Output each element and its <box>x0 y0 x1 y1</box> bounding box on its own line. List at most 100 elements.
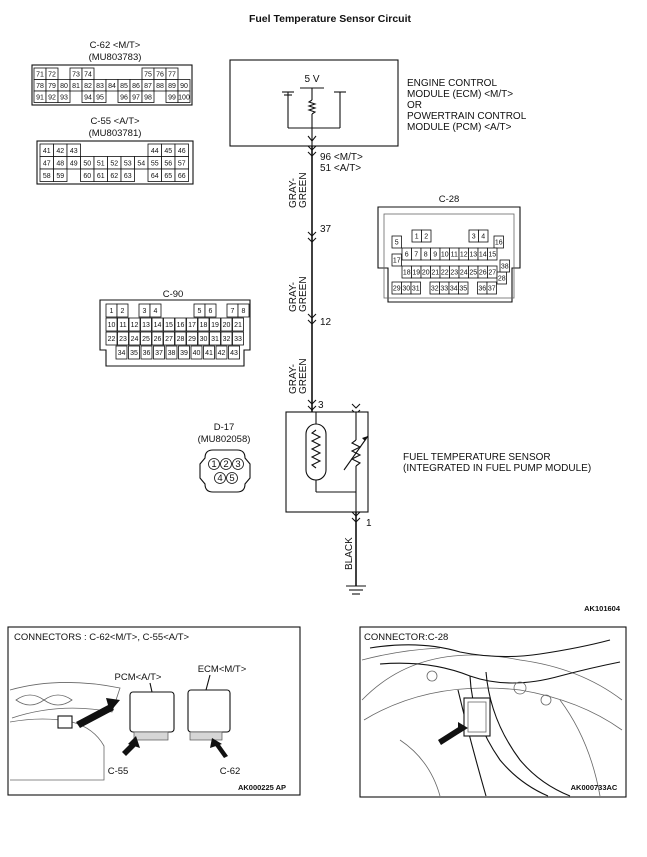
c28-pin-22: 22 <box>441 270 449 277</box>
junction-pin-37: 37 <box>320 224 332 235</box>
c90-pin-3: 3 <box>143 308 147 315</box>
c62-pin-72: 72 <box>48 71 56 78</box>
c90-pin-13: 13 <box>142 322 150 329</box>
d17-pin-4: 4 <box>217 473 222 484</box>
c90-pin-24: 24 <box>131 336 139 343</box>
c28-pin-3: 3 <box>472 234 476 241</box>
pcm-label: PCM<A/T> <box>115 672 162 683</box>
c90-pin-19: 19 <box>211 322 219 329</box>
c62-pin-92: 92 <box>48 94 56 101</box>
c90-pin-20: 20 <box>223 322 231 329</box>
ecm-label-small: ECM<M/T> <box>198 664 247 675</box>
c62-pin-97: 97 <box>132 94 140 101</box>
c62-pin-88: 88 <box>156 83 164 90</box>
c90-pin-25: 25 <box>142 336 150 343</box>
c28-pin-8: 8 <box>424 252 428 259</box>
c28-pin-10: 10 <box>441 252 449 259</box>
c90-pin-21: 21 <box>234 322 242 329</box>
c90-pin-15: 15 <box>165 322 173 329</box>
c62-pin-86: 86 <box>132 83 140 90</box>
c62-pin-100: 100 <box>178 94 190 101</box>
c62-pin-82: 82 <box>84 83 92 90</box>
c90-pin-23: 23 <box>119 336 127 343</box>
c90-pin-11: 11 <box>119 322 126 329</box>
c28-pin-11: 11 <box>451 252 458 259</box>
c90-pin-30: 30 <box>200 336 208 343</box>
connector-c62-name: C-62 <M/T> <box>90 40 141 51</box>
c62-pin-78: 78 <box>36 83 44 90</box>
wire-color-label: GRAY- <box>288 178 299 208</box>
c90-pin-41: 41 <box>205 350 213 357</box>
connector-c55-part: (MU803781) <box>89 128 142 139</box>
c90-pin-4: 4 <box>154 308 158 315</box>
c55-pin-46: 46 <box>178 148 186 155</box>
c55-pin-44: 44 <box>151 148 159 155</box>
connector-d17-part: (MU802058) <box>198 434 251 445</box>
c28-pin-23: 23 <box>450 270 458 277</box>
c90-pin-33: 33 <box>234 336 242 343</box>
c28-pin-30: 30 <box>402 286 410 293</box>
c62-pin-75: 75 <box>144 71 152 78</box>
sensor-label: FUEL TEMPERATURE SENSOR(INTEGRATED IN FU… <box>403 452 591 474</box>
c55-pin-59: 59 <box>56 173 64 180</box>
c62-pin-77: 77 <box>168 71 176 78</box>
c55-pin-62: 62 <box>110 173 118 180</box>
c62-pin-79: 79 <box>48 83 56 90</box>
c90-pin-39: 39 <box>180 350 188 357</box>
c62-pin-81: 81 <box>72 83 80 90</box>
c55-pin-56: 56 <box>164 160 172 167</box>
c55-pin-64: 64 <box>151 173 159 180</box>
c28-pin-29: 29 <box>393 286 401 293</box>
d17-pin-5: 5 <box>229 473 234 484</box>
c62-pin-74: 74 <box>84 71 92 78</box>
c55-pin-48: 48 <box>56 160 64 167</box>
c55-pin-57: 57 <box>178 160 186 167</box>
c90-pin-40: 40 <box>193 350 201 357</box>
c62-pin-73: 73 <box>72 71 80 78</box>
ground-symbol <box>346 585 366 595</box>
c90-pin-14: 14 <box>154 322 162 329</box>
ecm-label-line: POWERTRAIN CONTROL <box>407 111 527 122</box>
c62-pin-93: 93 <box>60 94 68 101</box>
c28-pin-24: 24 <box>460 270 468 277</box>
c55-pin-60: 60 <box>83 173 91 180</box>
d17-pin-1: 1 <box>211 459 216 470</box>
c62-pin-87: 87 <box>144 83 152 90</box>
c28-pin-33: 33 <box>440 286 448 293</box>
sensor-label-line: (INTEGRATED IN FUEL PUMP MODULE) <box>403 463 591 474</box>
c28-pin-20: 20 <box>422 270 430 277</box>
c62-pin-84: 84 <box>108 83 116 90</box>
c55-pin-42: 42 <box>56 148 64 155</box>
c90-pin-16: 16 <box>177 322 185 329</box>
c28-pin-1: 1 <box>415 234 419 241</box>
c28-pin-16: 16 <box>495 240 503 247</box>
c28-pin-37: 37 <box>488 286 496 293</box>
ecm-label-line: MODULE (ECM) <M/T> <box>407 89 513 100</box>
c62-pin-91: 91 <box>36 94 44 101</box>
c28-pin-14: 14 <box>479 252 487 259</box>
c62-label: C-62 <box>220 766 241 777</box>
c55-pin-65: 65 <box>164 173 172 180</box>
wire-color-label: GRAY- <box>288 282 299 312</box>
c90-pin-29: 29 <box>188 336 196 343</box>
c55-pin-43: 43 <box>70 148 78 155</box>
c28-pin-2: 2 <box>424 234 428 241</box>
c28-pin-19: 19 <box>412 270 420 277</box>
c55-label: C-55 <box>108 766 129 777</box>
c28-pin-31: 31 <box>412 286 420 293</box>
c90-pin-22: 22 <box>108 336 116 343</box>
d17-pin-2: 2 <box>223 459 228 470</box>
wire-color-label: GRAY- <box>288 364 299 394</box>
c28-pin-12: 12 <box>460 252 468 259</box>
c28-pin-32: 32 <box>431 286 439 293</box>
d17-pin-3: 3 <box>235 459 240 470</box>
c62-pin-90: 90 <box>180 83 188 90</box>
c28-pin-38: 38 <box>501 264 509 271</box>
sensor-label-line: FUEL TEMPERATURE SENSOR <box>403 452 551 463</box>
c28-pin-18: 18 <box>403 270 411 277</box>
